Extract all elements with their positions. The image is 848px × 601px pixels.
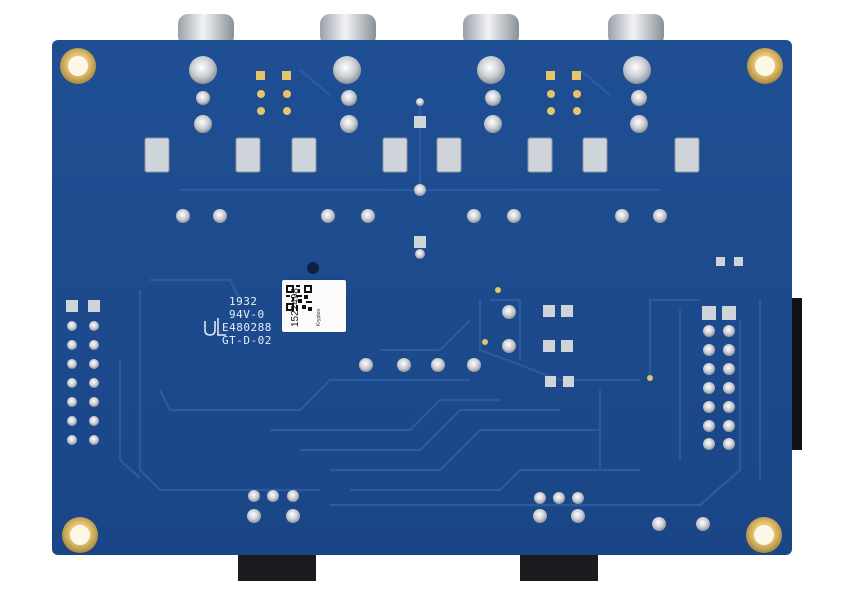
center-square-pad-2 <box>414 236 426 248</box>
center-square-pad <box>414 116 426 128</box>
copper-traces <box>118 69 762 507</box>
silkscreen-line-1: 1932 <box>229 295 258 308</box>
silkscreen-line-3: E480288 <box>222 321 272 334</box>
qr-code-icon <box>286 285 312 311</box>
via-row <box>176 98 667 259</box>
bottom-connector-left <box>238 555 316 581</box>
mounting-hole-icon <box>60 48 783 553</box>
gold-pad-cluster <box>256 71 581 115</box>
center-components <box>359 287 653 387</box>
jack-solder-posts <box>189 56 651 133</box>
label-brand: Krypton <box>316 308 322 326</box>
dark-mark <box>307 262 319 274</box>
rca-jack-icon <box>178 14 664 46</box>
square-solder-pads <box>144 137 700 173</box>
silkscreen-line-2: 94V-0 <box>229 308 265 321</box>
silkscreen-line-4: GT-D-02 <box>222 334 272 347</box>
serial-label-sticker: 1522498 Krypton <box>282 280 346 332</box>
serial-number: 1522498 <box>290 288 301 327</box>
ul-mark-icon <box>204 318 226 336</box>
bottom-connector-right <box>520 555 598 581</box>
right-pin-header <box>702 257 743 450</box>
bottom-pad-clusters <box>247 490 710 531</box>
left-pin-header <box>66 300 100 445</box>
